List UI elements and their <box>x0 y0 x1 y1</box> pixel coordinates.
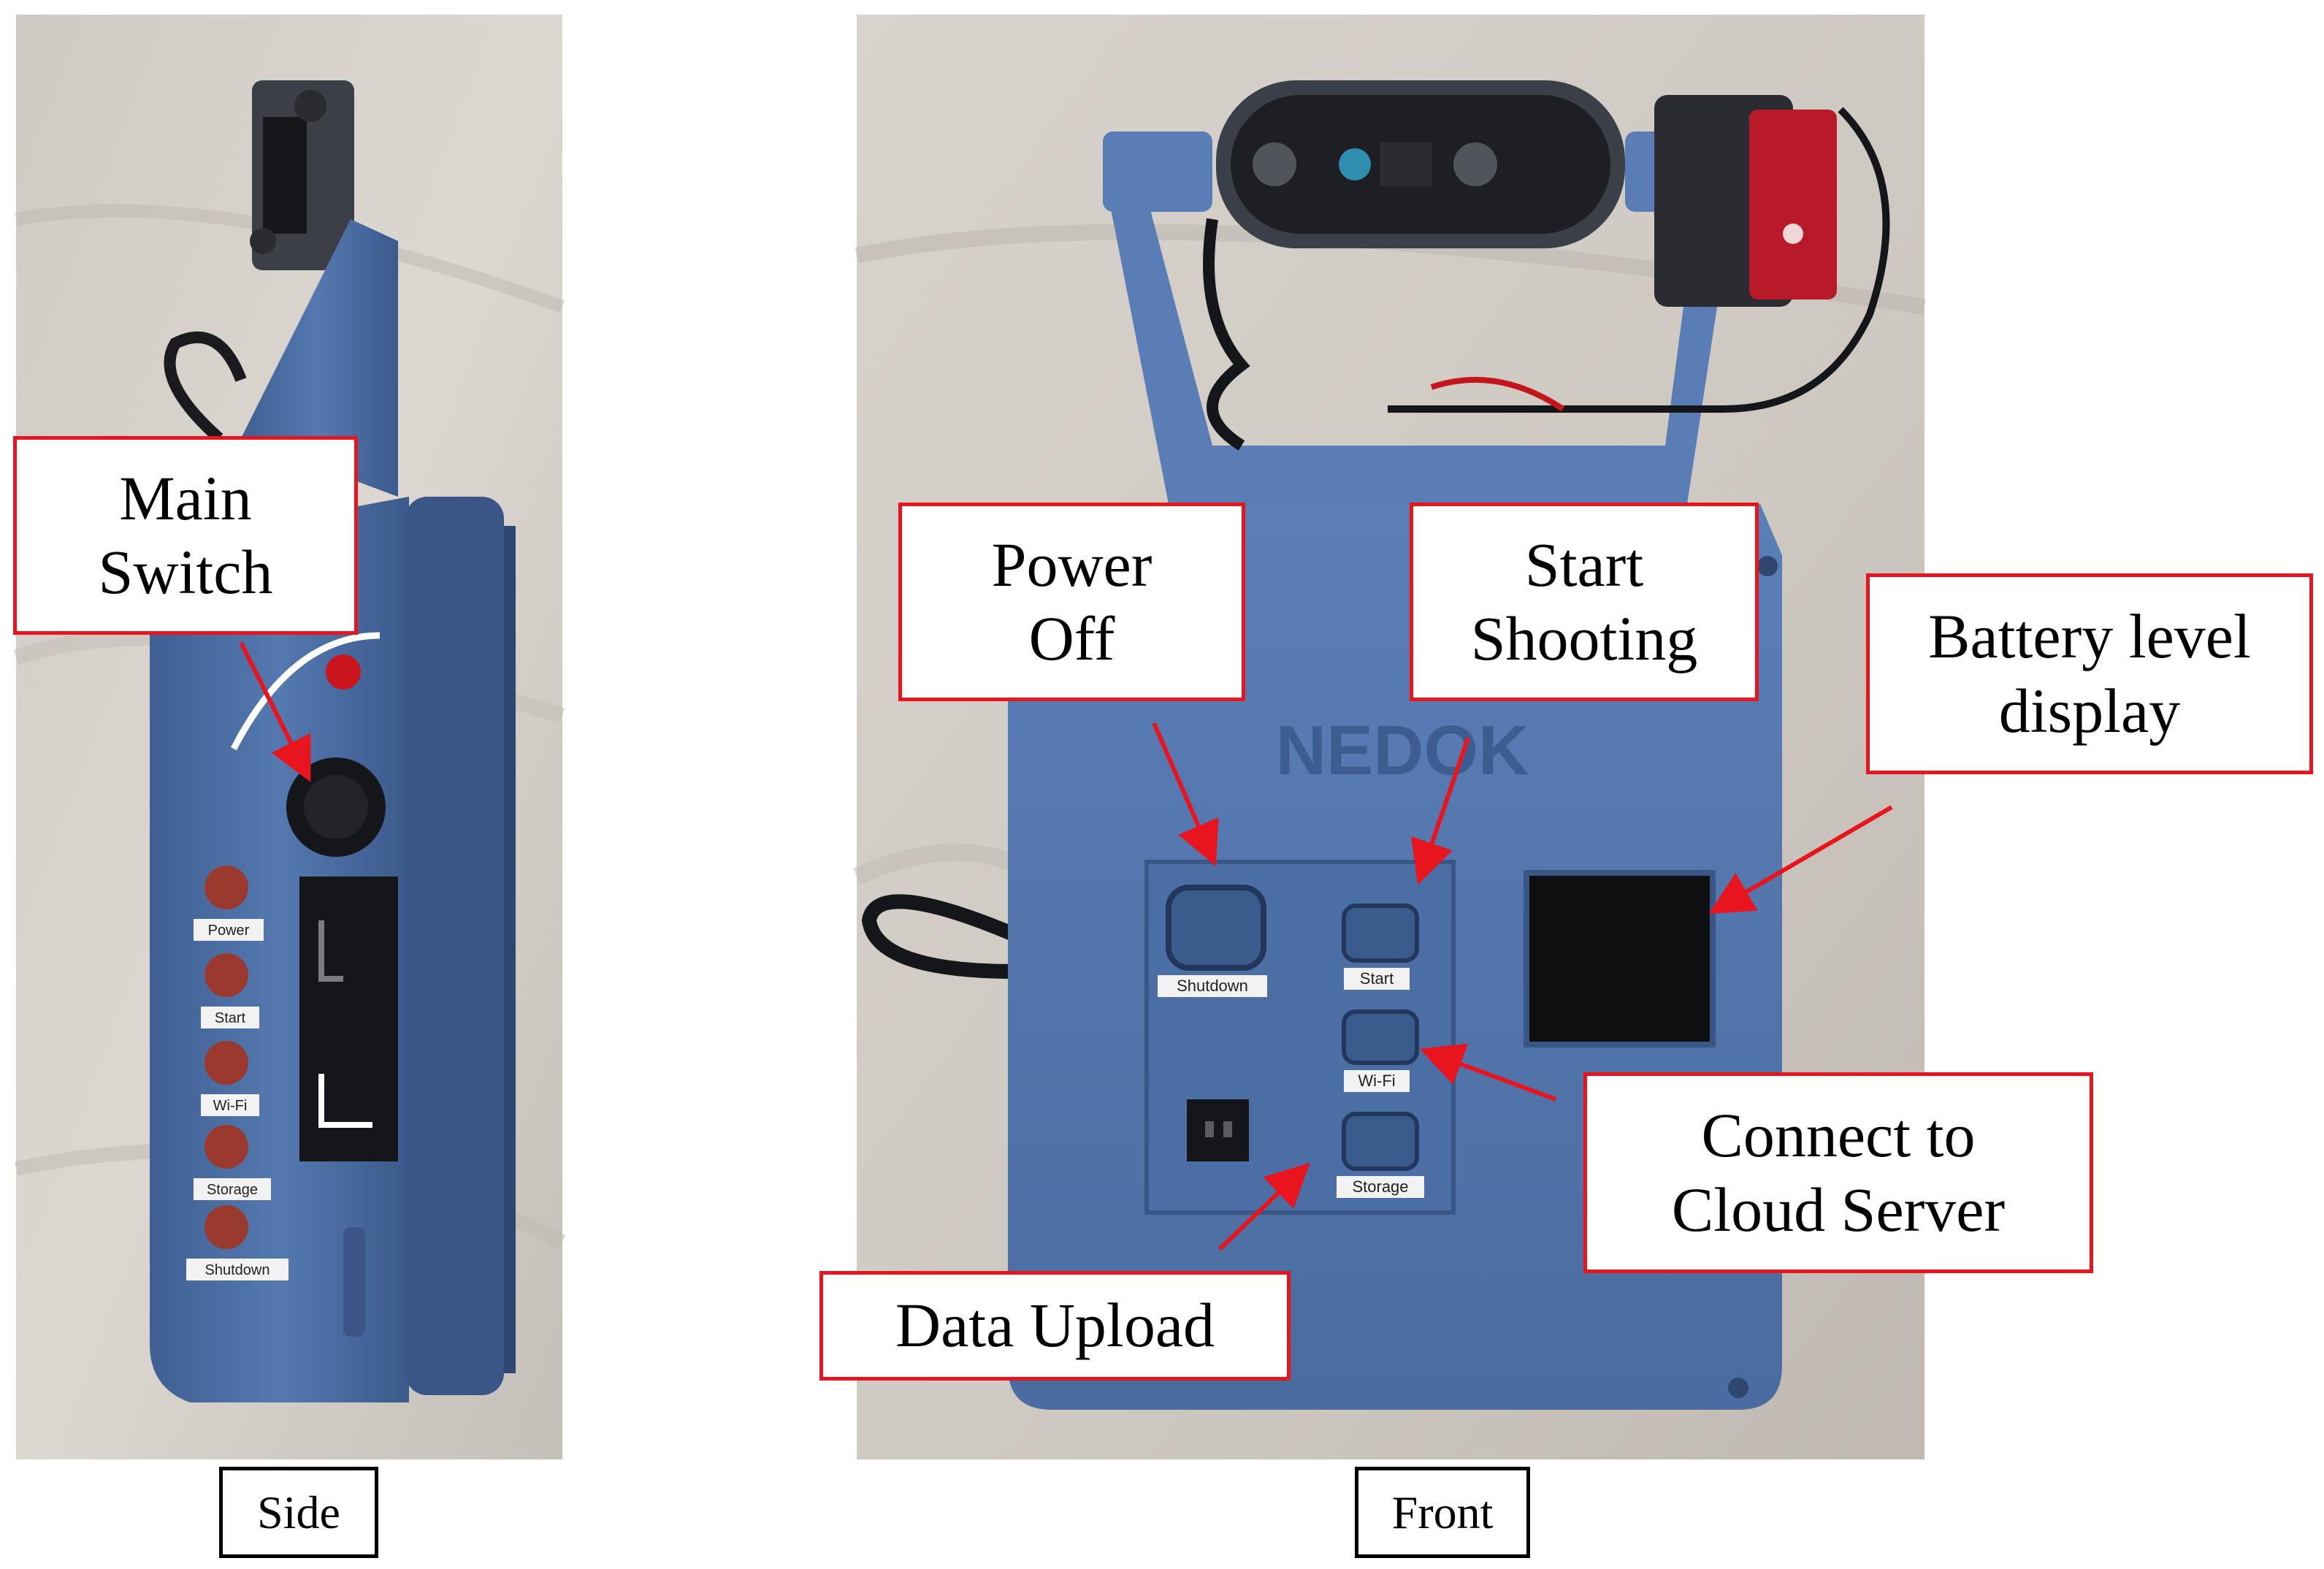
callout-power-off: Power Off <box>898 503 1245 701</box>
side-button-column: Power Start Wi-Fi Storage Shutdown <box>186 866 288 1280</box>
battery-module <box>1654 95 1837 307</box>
front-button-shutdown <box>1166 885 1266 971</box>
arrow-start-shooting <box>1411 737 1470 885</box>
side-button-label: Shutdown <box>205 1262 270 1278</box>
arrow-main-switch <box>239 641 311 782</box>
front-button-wifi <box>1342 1009 1419 1065</box>
side-button <box>205 866 248 909</box>
arrow-connect-cloud <box>1419 1043 1557 1102</box>
power-socket <box>1187 1099 1249 1161</box>
callout-main-switch: Main Switch <box>13 436 358 635</box>
callout-battery-level-display: Battery level display <box>1866 573 2313 774</box>
side-button <box>205 1205 248 1249</box>
arrow-power-off <box>1152 722 1219 867</box>
side-photo: Power Start Wi-Fi Storage Shutdown <box>13 15 566 1459</box>
brand-emboss: NEDOK <box>1276 711 1529 790</box>
side-button-label: Storage <box>207 1182 258 1198</box>
callout-start-shooting: Start Shooting <box>1410 503 1759 701</box>
side-button <box>205 1041 248 1085</box>
stereo-camera <box>1216 80 1625 248</box>
arrow-battery-display <box>1708 805 1893 915</box>
front-button-storage <box>1342 1112 1419 1171</box>
front-button-label: Start <box>1360 969 1394 988</box>
battery-display-window <box>1524 870 1716 1047</box>
side-button <box>205 1125 248 1169</box>
caption-front: Front <box>1355 1467 1530 1558</box>
callout-connect-cloud: Connect to Cloud Server <box>1583 1072 2093 1273</box>
arrow-data-upload <box>1218 1162 1310 1251</box>
side-button <box>205 953 248 997</box>
side-device-body <box>149 497 516 1402</box>
side-button-label: Start <box>215 1010 246 1026</box>
caption-side: Side <box>219 1467 378 1558</box>
callout-data-upload: Data Upload <box>819 1271 1291 1381</box>
side-button-label: Wi-Fi <box>213 1098 248 1114</box>
front-button-label: Storage <box>1352 1177 1408 1196</box>
annotation-arrows <box>239 641 1893 1251</box>
side-button-label: Power <box>208 923 250 939</box>
front-button-start <box>1342 904 1419 963</box>
front-button-label: Shutdown <box>1177 977 1248 995</box>
camera-mount <box>250 80 354 270</box>
side-display <box>299 877 398 1161</box>
front-button-label: Wi-Fi <box>1358 1072 1395 1090</box>
